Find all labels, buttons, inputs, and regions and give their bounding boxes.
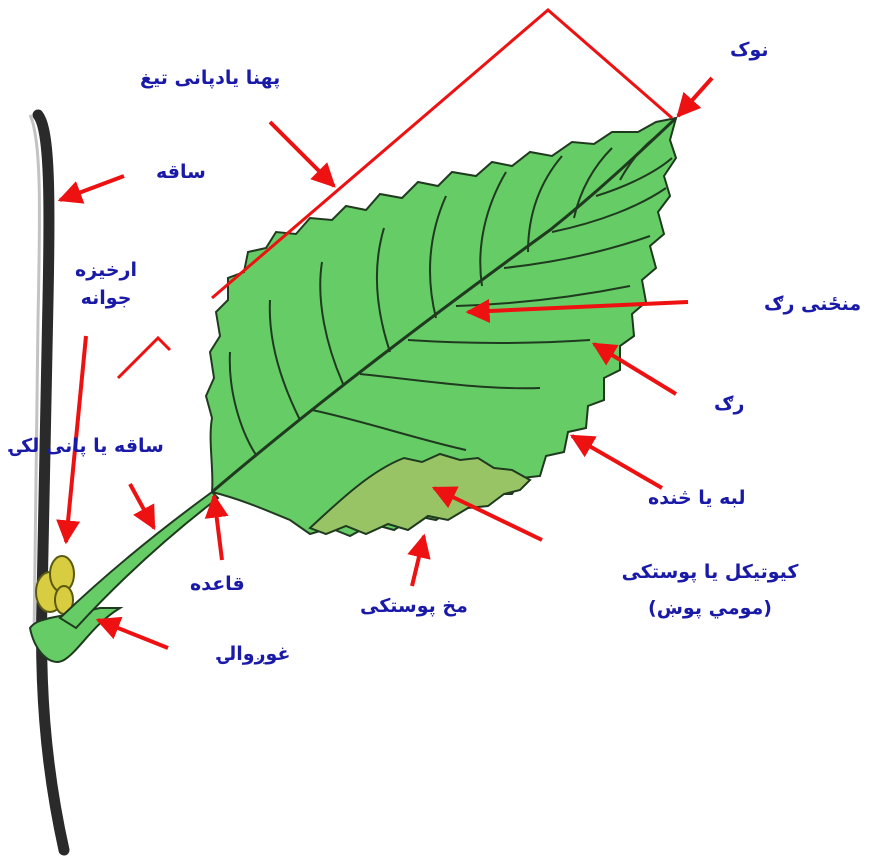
label-stipule: غوږوالۍ — [218, 642, 290, 666]
label-stem: ساقه — [156, 160, 206, 184]
label-petiole: ساقه یا پانی لکۍ — [10, 434, 164, 458]
petiole-shape — [60, 492, 218, 628]
arrow-tip — [678, 78, 712, 116]
label-tip: نوک — [730, 38, 769, 62]
label-bud-line2: جوانه — [64, 286, 148, 310]
label-upper-surface: مخ پوستکی — [360, 594, 468, 618]
label-bud-line1: ارخیزه — [64, 258, 148, 282]
label-margin: لبه یا څنده — [648, 486, 746, 510]
arrow-base — [214, 496, 222, 560]
label-vein: رګ — [714, 392, 744, 416]
plant-stem — [38, 115, 64, 850]
arrow-upper-surface — [412, 536, 424, 586]
arrow-margin — [572, 436, 662, 488]
label-base: قاعده — [190, 572, 245, 596]
label-midrib: منځنی رګ — [764, 292, 861, 316]
arrow-blade-width — [270, 122, 334, 186]
label-cuticle-line2: (مومي پوښ) — [600, 596, 820, 620]
arrow-petiole — [130, 484, 154, 528]
label-blade-width: پهنا یادپانی تیغ — [140, 66, 280, 90]
label-cuticle-line1: کیوتیکل یا پوستکی — [580, 560, 840, 584]
arrow-stem — [60, 176, 124, 200]
arrow-stipule — [98, 620, 168, 648]
